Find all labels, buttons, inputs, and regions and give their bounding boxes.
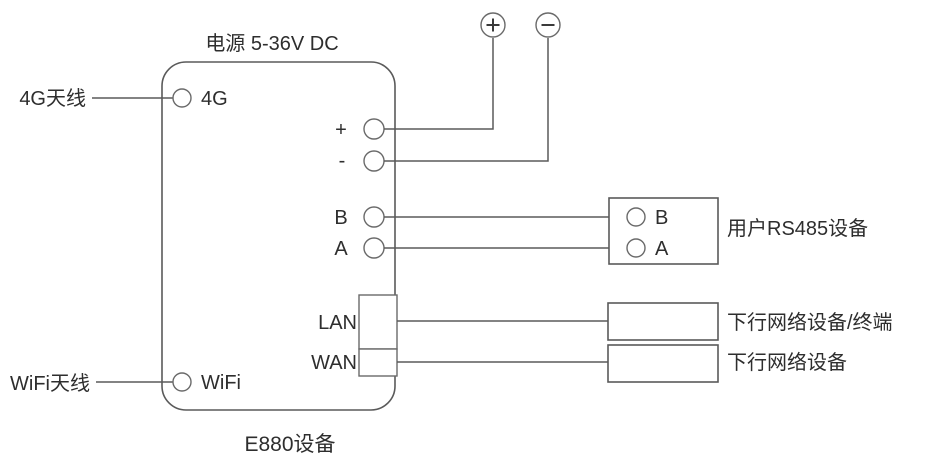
port-wan-label: WAN xyxy=(311,352,357,374)
wan-device-box xyxy=(607,344,719,383)
power-supply-title: 电源 5-36V DC xyxy=(205,32,338,55)
port-a-connector xyxy=(363,237,385,259)
rs485-device-box xyxy=(608,197,719,265)
port-plus-label: + xyxy=(335,119,347,141)
antenna-4g-label: 4G天线 xyxy=(19,87,86,110)
lan-device-box xyxy=(607,302,719,341)
wire-power-minus xyxy=(384,38,549,162)
port-lan-label: LAN xyxy=(318,312,357,334)
port-wifi-connector xyxy=(172,372,192,392)
lan-device-label: 下行网络设备/终端 xyxy=(727,311,893,334)
antenna-wifi-label: WiFi天线 xyxy=(10,372,90,395)
port-minus-connector xyxy=(363,150,385,172)
port-b-connector xyxy=(363,206,385,228)
port-wan-connector xyxy=(358,348,398,377)
port-4g-label: 4G xyxy=(201,88,228,110)
port-wifi-label: WiFi xyxy=(201,372,241,394)
minus-in-circle-icon xyxy=(535,12,561,38)
rs485-device-port-b-connector xyxy=(626,207,646,227)
port-b-label: B xyxy=(334,207,347,229)
plus-in-circle-icon xyxy=(480,12,506,38)
rs485-device-port-b-label: B xyxy=(655,207,668,229)
port-plus-connector xyxy=(363,118,385,140)
port-a-label: A xyxy=(334,238,348,260)
e880-device-body xyxy=(161,61,396,411)
wan-device-label: 下行网络设备 xyxy=(727,351,847,374)
port-lan-connector xyxy=(358,294,398,350)
port-4g-connector xyxy=(172,88,192,108)
device-name-label: E880设备 xyxy=(244,433,335,456)
port-minus-label: - xyxy=(339,150,346,172)
rs485-device-port-a-label: A xyxy=(655,238,669,260)
rs485-device-label: 用户RS485设备 xyxy=(727,217,868,240)
wire-power-plus xyxy=(384,38,494,130)
rs485-device-port-a-connector xyxy=(626,238,646,258)
